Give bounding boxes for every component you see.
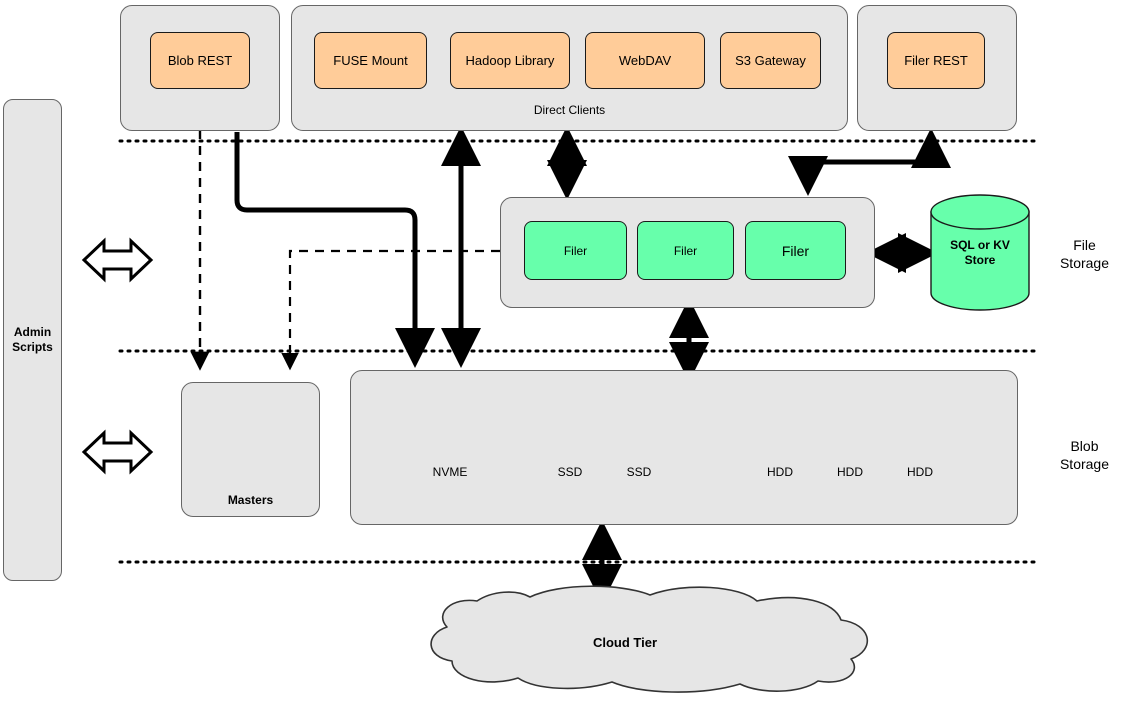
admin-arrow-blob-storage-icon: [81, 429, 154, 475]
filer-node-2[interactable]: Filer: [637, 221, 734, 280]
filer-node-2-label: Filer: [673, 243, 698, 258]
client-s3-gateway[interactable]: S3 Gateway: [720, 32, 821, 89]
client-hadoop-library[interactable]: Hadoop Library: [450, 32, 570, 89]
tier-label-blob-storage: Blob Storage: [1059, 438, 1110, 472]
disk-label-ssd-1: SSD: [557, 464, 583, 479]
filer-node-1-label: Filer: [563, 243, 588, 258]
client-webdav-label: WebDAV: [618, 53, 672, 68]
client-blob-rest[interactable]: Blob REST: [150, 32, 250, 89]
client-blob-rest-label: Blob REST: [167, 53, 233, 68]
disk-label-hdd-3: HDD: [907, 464, 933, 479]
admin-scripts-panel[interactable]: Admin Scripts: [3, 99, 62, 581]
disk-label-ssd-2: SSD: [626, 464, 652, 479]
client-fuse-mount-label: FUSE Mount: [333, 53, 408, 68]
metadata-store-label: SQL or KV Store: [950, 238, 1010, 267]
client-hadoop-library-label: Hadoop Library: [465, 53, 555, 68]
cloud-tier-label: Cloud Tier: [592, 634, 658, 650]
direct-clients-caption: Direct Clients: [533, 103, 606, 117]
filer-clients-group: [857, 5, 1017, 131]
edge-filer-to-masters: [281, 249, 500, 371]
client-filer-rest[interactable]: Filer REST: [887, 32, 985, 89]
masters-label: Masters: [227, 492, 274, 507]
tier-label-file-storage: File Storage: [1059, 237, 1110, 271]
cloud-tier-shape-icon: [430, 585, 869, 693]
edge-blobrest-to-volumes: [234, 132, 435, 368]
disk-label-hdd-2: HDD: [837, 464, 863, 479]
client-filer-rest-label: Filer REST: [904, 53, 968, 68]
admin-arrow-file-storage-icon: [81, 237, 154, 283]
admin-scripts-label: Admin Scripts: [12, 325, 53, 354]
disk-label-hdd-1: HDD: [767, 464, 793, 479]
filer-node-3[interactable]: Filer: [745, 221, 846, 280]
filer-node-3-label: Filer: [781, 242, 810, 259]
filer-node-1[interactable]: Filer: [524, 221, 627, 280]
edge-filerrest-to-filers: [788, 128, 951, 196]
client-fuse-mount[interactable]: FUSE Mount: [314, 32, 427, 89]
client-webdav[interactable]: WebDAV: [585, 32, 705, 89]
masters-group: [181, 382, 320, 517]
client-s3-gateway-label: S3 Gateway: [735, 53, 806, 68]
metadata-store-cylinder-icon: [930, 194, 1030, 311]
volume-servers-group: [350, 370, 1018, 525]
disk-label-nvme: NVME: [432, 464, 468, 479]
